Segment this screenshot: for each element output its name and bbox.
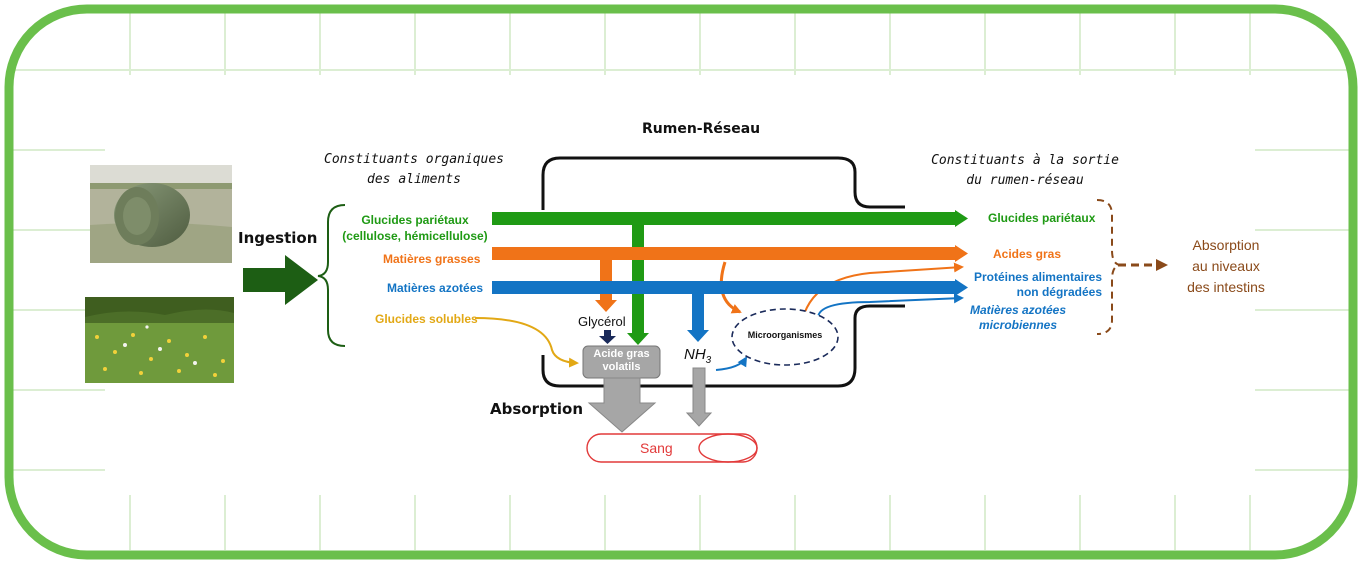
ingestion-label: Ingestion [238,229,318,247]
nh3-subscript: 3 [705,355,712,366]
left-header: Constituants organiques des aliments [324,150,504,190]
input-glucides-parietaux: Glucides pariétaux (cellulose, hémicellu… [340,212,490,244]
input-matieres-grasses: Matières grasses [383,252,481,266]
agv-label: Acide gras volatils [583,348,660,374]
matieres-azotees-flow [492,279,968,371]
microorganismes-label: Microorganismes [747,330,823,340]
absorption-intestins-line2: au niveaux [1192,258,1260,274]
output-proteines: Protéines alimentaires non dégradées [966,270,1102,300]
output-mam-line1: Matières azotées [969,303,1067,317]
right-header-line1: Constituants à la sortie [931,153,1119,168]
nh3-absorption-arrow [685,367,713,427]
output-acides-gras: Acides gras [993,247,1062,261]
nh3-label: NH3 [684,346,711,366]
input-glucides-parietaux-label: Glucides pariétaux [361,213,469,227]
left-header-line2: des aliments [367,172,461,187]
right-header-line2: du rumen-réseau [966,173,1084,188]
output-proteines-line1: Protéines alimentaires [973,270,1102,284]
glucides-parietaux-flow [492,210,968,345]
flower-meadow-image [85,297,234,383]
right-header: Constituants à la sortie du rumen-réseau [930,151,1120,191]
left-header-line1: Constituants organiques [324,152,505,167]
glucides-solubles-flow [474,317,579,368]
agv-label-line2: volatils [602,361,641,373]
absorption-intestins-line1: Absorption [1192,237,1260,253]
absorption-intestins-line3: des intestins [1187,279,1265,295]
hay-bale-image [90,165,232,263]
sang-vessel-end [698,433,758,463]
input-matieres-azotees: Matières azotées [387,281,484,295]
rumen-outline-bottom [541,304,905,388]
agv-absorption-arrow [587,377,657,433]
absorption-label: Absorption [490,400,584,418]
ingestion-arrow [243,255,318,305]
microorganismes-ellipse [731,308,839,366]
glycerol-label: Glycérol [578,314,626,329]
input-glucides-parietaux-detail: (cellulose, hémicellulose) [342,229,488,243]
meadow-image [85,297,234,383]
absorption-intestins-label: Absorption au niveaux des intestins [1170,235,1282,298]
rumen-outline-top [541,156,905,210]
diagram-title: Rumen-Réseau [642,121,761,137]
agv-label-line1: Acide gras [593,348,650,360]
frame-border [4,4,1358,560]
output-mam-line2: microbiennes [978,318,1058,332]
glycerol-arrow [599,330,616,344]
nh3-text: NH [684,346,706,363]
output-matieres-azotees-microbiennes: Matières azotées microbiennes [968,303,1068,333]
sang-label: Sang [640,440,673,456]
input-glucides-solubles: Glucides solubles [375,312,478,326]
inputs-brace [317,204,346,347]
output-proteines-line2: non dégradées [1016,285,1102,299]
output-glucides-parietaux: Glucides pariétaux [988,211,1096,225]
hay-bale-field-image [90,165,232,263]
